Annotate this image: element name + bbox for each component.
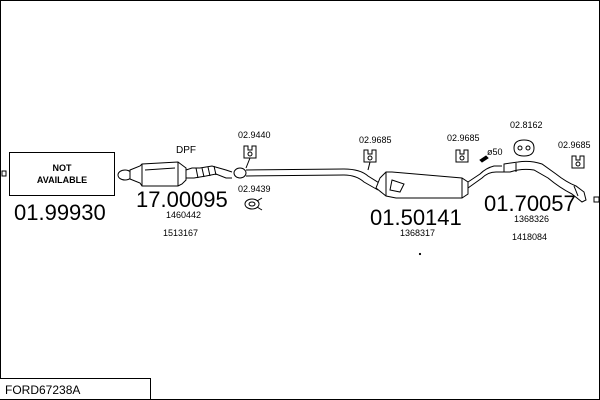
part-number-dpf[interactable]: 17.00095 [136,187,228,212]
fitting-label[interactable]: 02.9685 [447,133,480,143]
rubber-hanger-icon [243,145,257,159]
leader-line [245,157,251,169]
dpf-label: DPF [176,145,196,156]
fitting-label[interactable]: 02.9685 [558,140,591,150]
part-number-middle[interactable]: 01.50141 [370,205,462,230]
right-edge-marker [593,196,600,203]
rubber-hanger-icon [363,149,377,163]
fitting-label[interactable]: 02.9685 [359,135,392,145]
dot-marker [418,252,422,256]
not-available-box: NOT AVAILABLE [9,152,115,196]
bracket-icon [479,155,489,163]
oe-number: 1368326 [514,214,550,224]
pipe-diameter-label: ø50 [487,147,503,157]
flange-joint [233,167,247,179]
clamp-icon [244,197,263,211]
oe-number: 1418084 [512,232,548,242]
connecting-pipe [467,165,504,189]
rubber-hanger-icon [571,155,585,169]
leader-line [367,161,371,171]
oe-number: 1513167 [163,228,199,238]
main-pipe [245,168,385,191]
oe-number: 1368317 [400,228,436,238]
kit-code: FORD67238A [5,383,81,397]
part-number-front[interactable]: 01.99930 [14,200,106,225]
left-edge-marker [1,170,7,177]
oe-number: 1460442 [166,210,202,220]
dpf-assembly [117,161,233,187]
part-number-rear[interactable]: 01.70057 [484,191,576,216]
fitting-label[interactable]: 02.9440 [238,130,271,140]
fitting-label[interactable]: 02.9439 [238,184,271,194]
rubber-hanger-icon [455,149,469,163]
rear-silencer [503,160,587,203]
fitting-label[interactable]: 02.8162 [510,120,543,130]
middle-silencer [375,171,469,199]
title-box: FORD67238A [0,378,151,400]
gasket-icon [513,139,535,157]
not-available-label: NOT AVAILABLE [36,163,88,185]
